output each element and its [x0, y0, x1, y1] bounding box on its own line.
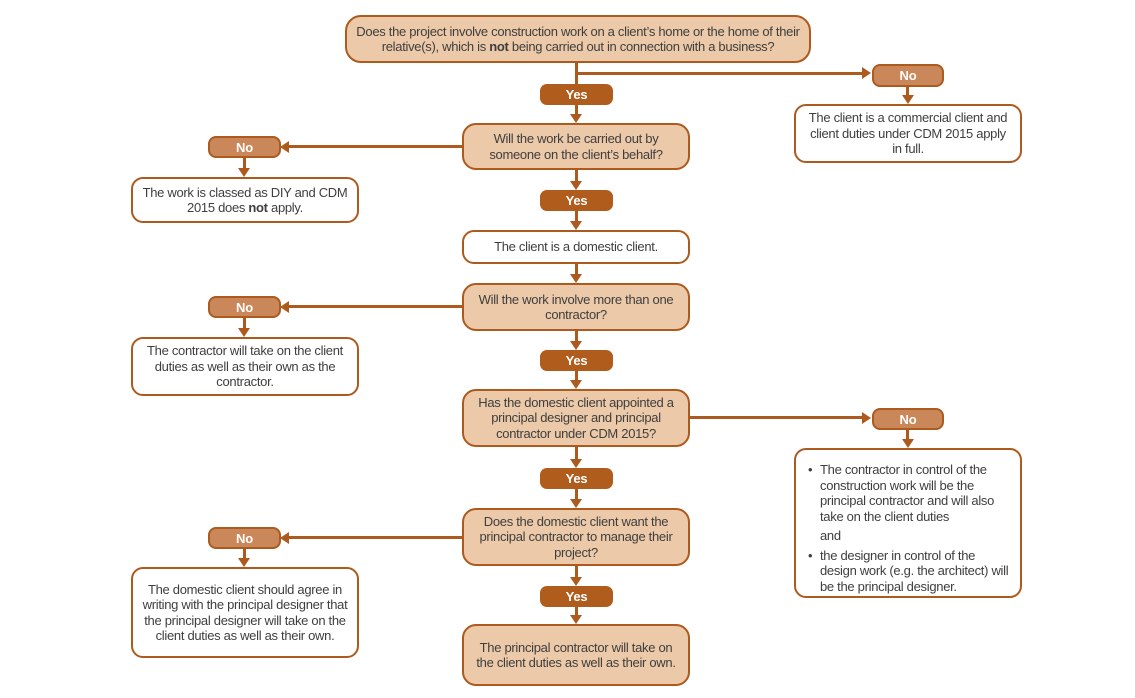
connector-q2-yes2-arrowhead: [570, 181, 582, 190]
connector-no4-outcome-arrowhead: [902, 439, 914, 448]
outcome-commercial-client: The client is a commercial client and cl…: [794, 104, 1022, 163]
connector-no1-outcome-line: [906, 87, 909, 96]
connector-q4-yes4-arrowhead: [570, 459, 582, 468]
outcome-agree-principal-designer: The domestic client should agree in writ…: [131, 567, 359, 658]
connector-yes5-final-line: [575, 607, 578, 617]
connector-q2-no2-line: [288, 145, 462, 148]
connector-yes4-q5-arrowhead: [570, 499, 582, 508]
outcome-contractor-duties: The contractor will take on the client d…: [131, 337, 359, 396]
list-joiner: and: [820, 528, 841, 543]
list-item: • the designer in control of the design …: [808, 548, 1010, 595]
connector-no3-outcome-line: [243, 318, 246, 329]
yes-badge-2: Yes: [540, 190, 613, 211]
outcome-diy: The work is classed as DIY and CDM 2015 …: [131, 177, 359, 223]
connector-q3-no3-line: [288, 305, 462, 308]
question-construction-on-home: Does the project involve construction wo…: [345, 15, 811, 63]
statement-domestic-client: The client is a domestic client.: [462, 230, 690, 264]
connector-q5-no5-arrowhead: [280, 532, 289, 544]
question-appointed-pd-pc: Has the domestic client appointed a prin…: [462, 389, 690, 447]
connector-no3-outcome-arrowhead: [238, 328, 250, 337]
question-pc-manage-project: Does the domestic client want the princi…: [462, 508, 690, 566]
no-badge-not-appointed: No: [872, 408, 944, 430]
no-badge-single-contractor: No: [208, 296, 281, 318]
connector-yes1-q2-arrowhead: [570, 114, 582, 123]
connector-q4-no4-arrowhead: [862, 412, 871, 424]
list-item: • The contractor in control of the const…: [808, 462, 1010, 524]
no-badge-diy: No: [208, 136, 281, 158]
yes-badge-3: Yes: [540, 350, 613, 371]
connector-yes1-q2-line: [575, 105, 578, 116]
question-work-on-behalf: Will the work be carried out by someone …: [462, 123, 690, 170]
question-more-than-one-contractor: Will the work involve more than one cont…: [462, 283, 690, 331]
connector-yes4-q5-line: [575, 489, 578, 501]
connector-q1-no1-line: [577, 72, 863, 75]
outcome-principal-contractor-duties: The principal contractor will take on th…: [462, 624, 690, 686]
connector-yes5-final-arrowhead: [570, 615, 582, 624]
connector-no1-outcome-arrowhead: [902, 95, 914, 104]
outcome-default-appointments-list: • The contractor in control of the const…: [808, 462, 1010, 594]
question-construction-on-home-text: Does the project involve construction wo…: [356, 23, 800, 55]
connector-q2-yes2-line: [575, 170, 578, 183]
bullet-icon: •: [808, 547, 813, 563]
connector-no5-outcome-arrowhead: [238, 558, 250, 567]
connector-q5-yes5-line: [575, 566, 578, 579]
connector-no2-outcome-arrowhead: [238, 168, 250, 177]
connector-q2-no2-arrowhead: [280, 141, 289, 153]
connector-yes2-domestic-arrowhead: [570, 221, 582, 230]
connector-yes3-q4-arrowhead: [570, 380, 582, 389]
connector-q3-yes3-line: [575, 331, 578, 343]
connector-domestic-q3-arrowhead: [570, 274, 582, 283]
connector-yes3-q4-line: [575, 371, 578, 382]
connector-q4-yes4-line: [575, 447, 578, 461]
outcome-default-appointments: • The contractor in control of the const…: [794, 448, 1022, 598]
no-badge-commercial: No: [872, 64, 944, 87]
connector-no5-outcome-line: [243, 549, 246, 559]
connector-q3-yes3-arrowhead: [570, 341, 582, 350]
connector-q1-no1-arrowhead: [862, 67, 871, 79]
bullet-icon: •: [808, 462, 813, 477]
yes-badge-1: Yes: [540, 84, 613, 105]
connector-domestic-q3-line: [575, 264, 578, 275]
connector-q4-no4-line: [690, 416, 863, 419]
connector-q3-no3-arrowhead: [280, 301, 289, 313]
yes-badge-4: Yes: [540, 468, 613, 489]
connector-q1-yes1: [575, 63, 578, 84]
connector-no4-outcome-line: [906, 430, 909, 440]
connector-q5-no5-line: [288, 536, 462, 539]
list-item-text: The contractor in control of the constru…: [820, 462, 995, 524]
list-item-text: the designer in control of the design wo…: [820, 547, 1009, 594]
connector-q5-yes5-arrowhead: [570, 577, 582, 586]
yes-badge-5: Yes: [540, 586, 613, 607]
connector-no2-outcome-line: [243, 158, 246, 168]
outcome-diy-text: The work is classed as DIY and CDM 2015 …: [142, 184, 348, 216]
no-badge-not-manage: No: [208, 527, 281, 549]
connector-yes2-domestic-line: [575, 211, 578, 222]
